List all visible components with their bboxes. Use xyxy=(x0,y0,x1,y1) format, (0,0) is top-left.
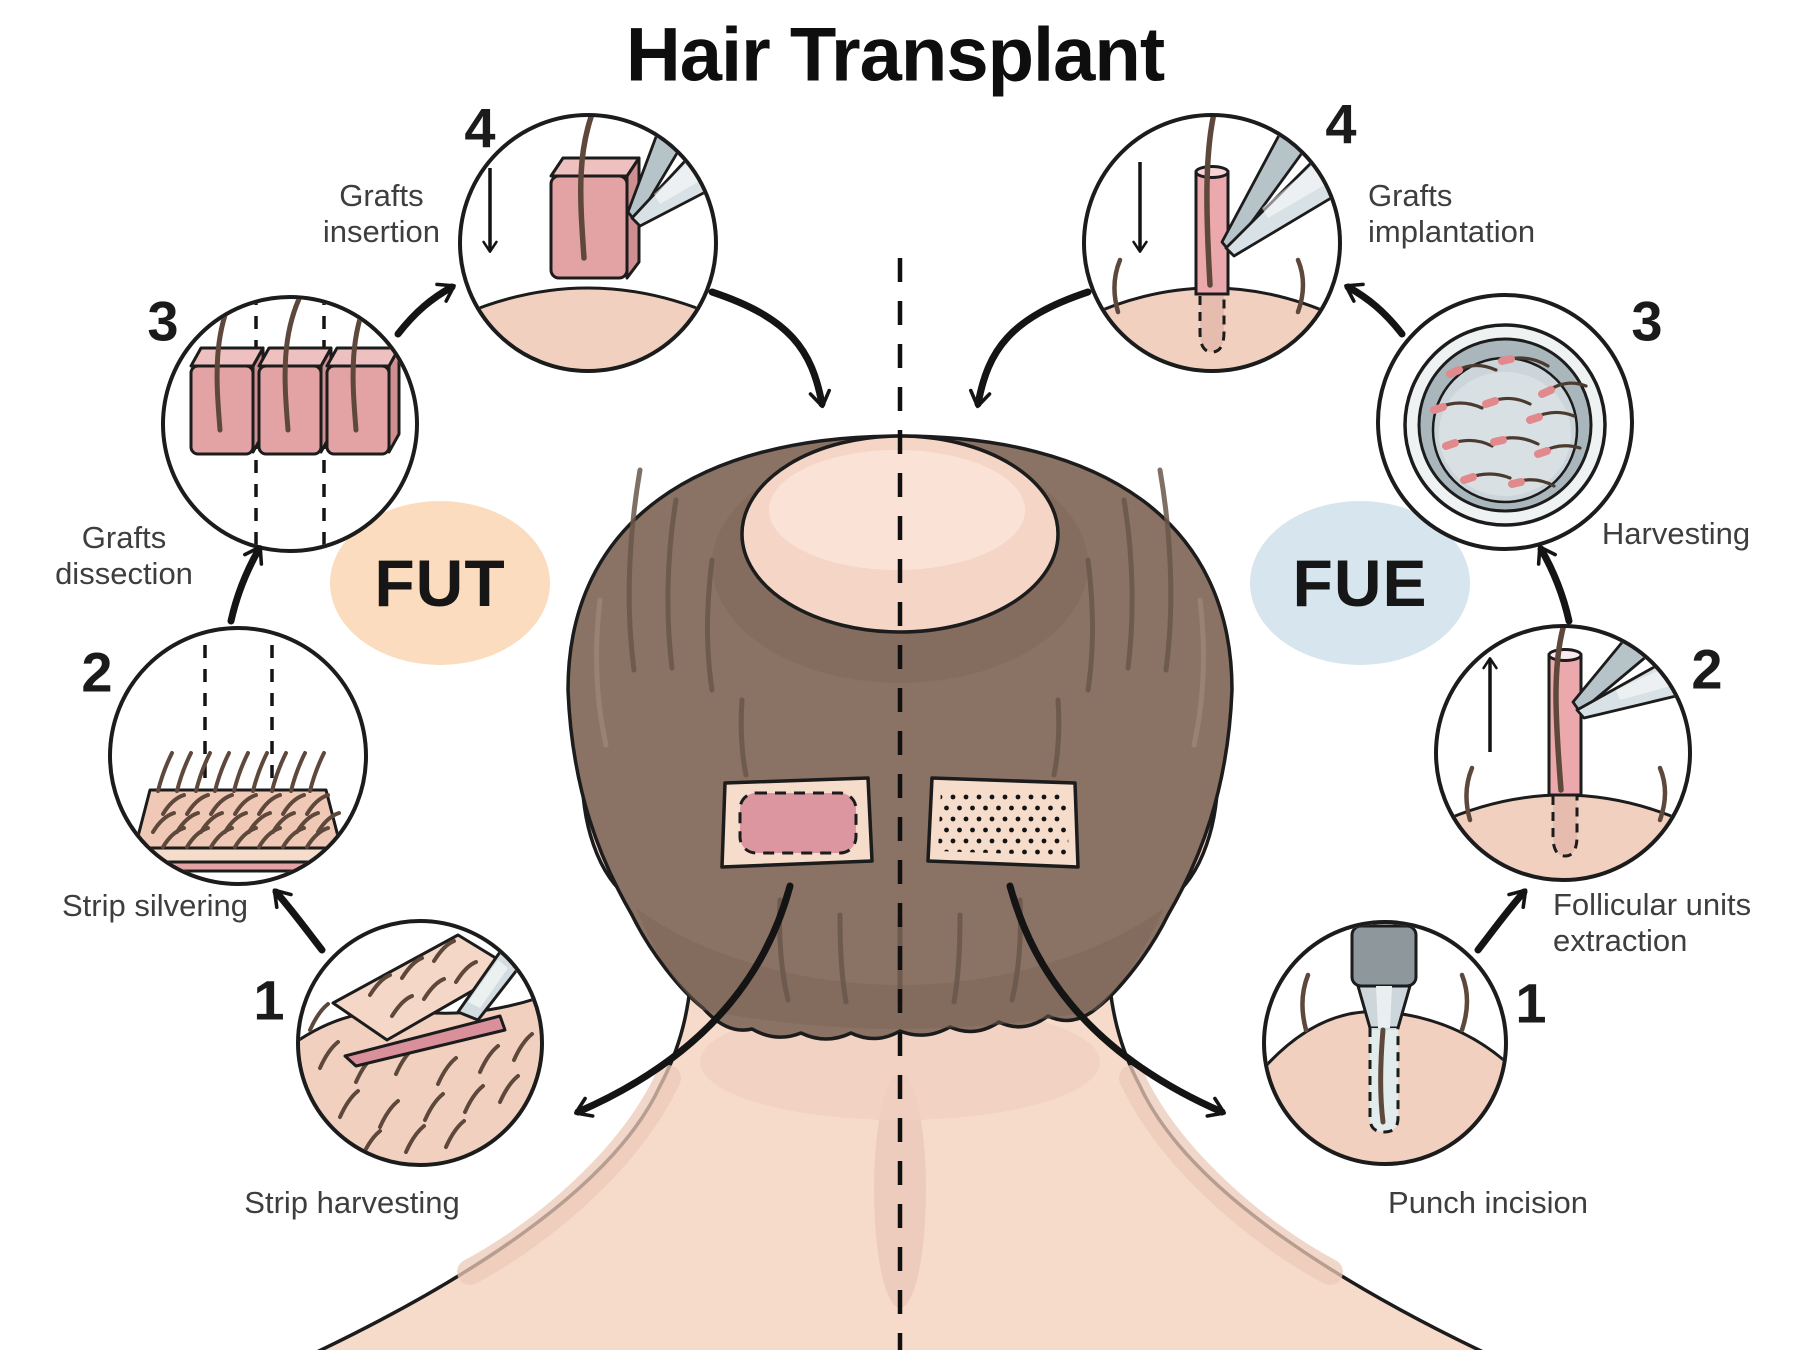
arrow-fut-2-3 xyxy=(227,545,264,625)
fut-step3-circle xyxy=(161,295,419,553)
fue-step2-circle xyxy=(1434,624,1692,882)
page-title: Hair Transplant xyxy=(625,12,1165,98)
arrow-fut-3-4 xyxy=(394,282,456,338)
fut-badge-oval xyxy=(330,501,550,665)
bald-crown-highlight xyxy=(769,450,1025,570)
flow-arrows xyxy=(227,282,1573,1118)
fue-step3-circle xyxy=(1376,293,1634,551)
arrow-head-fue-1 xyxy=(1006,882,1226,1118)
fue-step2-number: 2 xyxy=(1691,637,1723,701)
fue-step1-label: Punch incision xyxy=(1388,1185,1588,1221)
arrow-fue-1-2 xyxy=(1474,888,1528,954)
follicle-bulbs xyxy=(1430,355,1555,488)
arrow-fut-1-2 xyxy=(272,888,326,954)
fue-step3-label: Harvesting xyxy=(1601,516,1751,552)
fue-step3-number: 3 xyxy=(1631,289,1663,353)
fut-step4-number: 4 xyxy=(464,96,496,160)
arrow-fue-2-3 xyxy=(1536,545,1573,625)
skin-strip xyxy=(133,751,343,873)
fut-step2-label: Strip silvering xyxy=(61,888,249,924)
follicle-tails xyxy=(1436,356,1588,488)
fut-step3-number: 3 xyxy=(147,289,179,353)
wound xyxy=(343,1014,507,1068)
fut-donor-patch xyxy=(720,776,874,869)
arrow-head-fut-1 xyxy=(574,882,794,1118)
fut-badge-label: FUT xyxy=(374,546,506,620)
fue-step1-circle xyxy=(1262,920,1508,1166)
fut-step1-label: Strip harvesting xyxy=(244,1185,460,1221)
fut-step4-circle xyxy=(458,113,718,373)
arrow-fue-3-4 xyxy=(1344,282,1406,338)
graft-hair xyxy=(578,117,599,261)
fue-donor-patch xyxy=(926,776,1080,869)
fut-step1-circle xyxy=(296,919,544,1167)
fue-badge-oval xyxy=(1250,501,1470,665)
fut-step2-number: 2 xyxy=(81,640,113,704)
arrow-fue-4-head xyxy=(969,288,1092,409)
fue-step4-circle xyxy=(1082,113,1342,373)
petri-dish-icon xyxy=(1403,323,1607,527)
fut-step1-number: 1 xyxy=(253,968,285,1032)
arrow-fut-4-head xyxy=(708,288,831,409)
fue-step4-number: 4 xyxy=(1325,92,1357,156)
fue-badge-label: FUE xyxy=(1292,546,1428,620)
punch-tool-icon xyxy=(1350,924,1418,1134)
fue-step1-number: 1 xyxy=(1515,971,1547,1035)
graft-blocks xyxy=(189,299,401,456)
fut-step2-circle xyxy=(108,626,368,886)
